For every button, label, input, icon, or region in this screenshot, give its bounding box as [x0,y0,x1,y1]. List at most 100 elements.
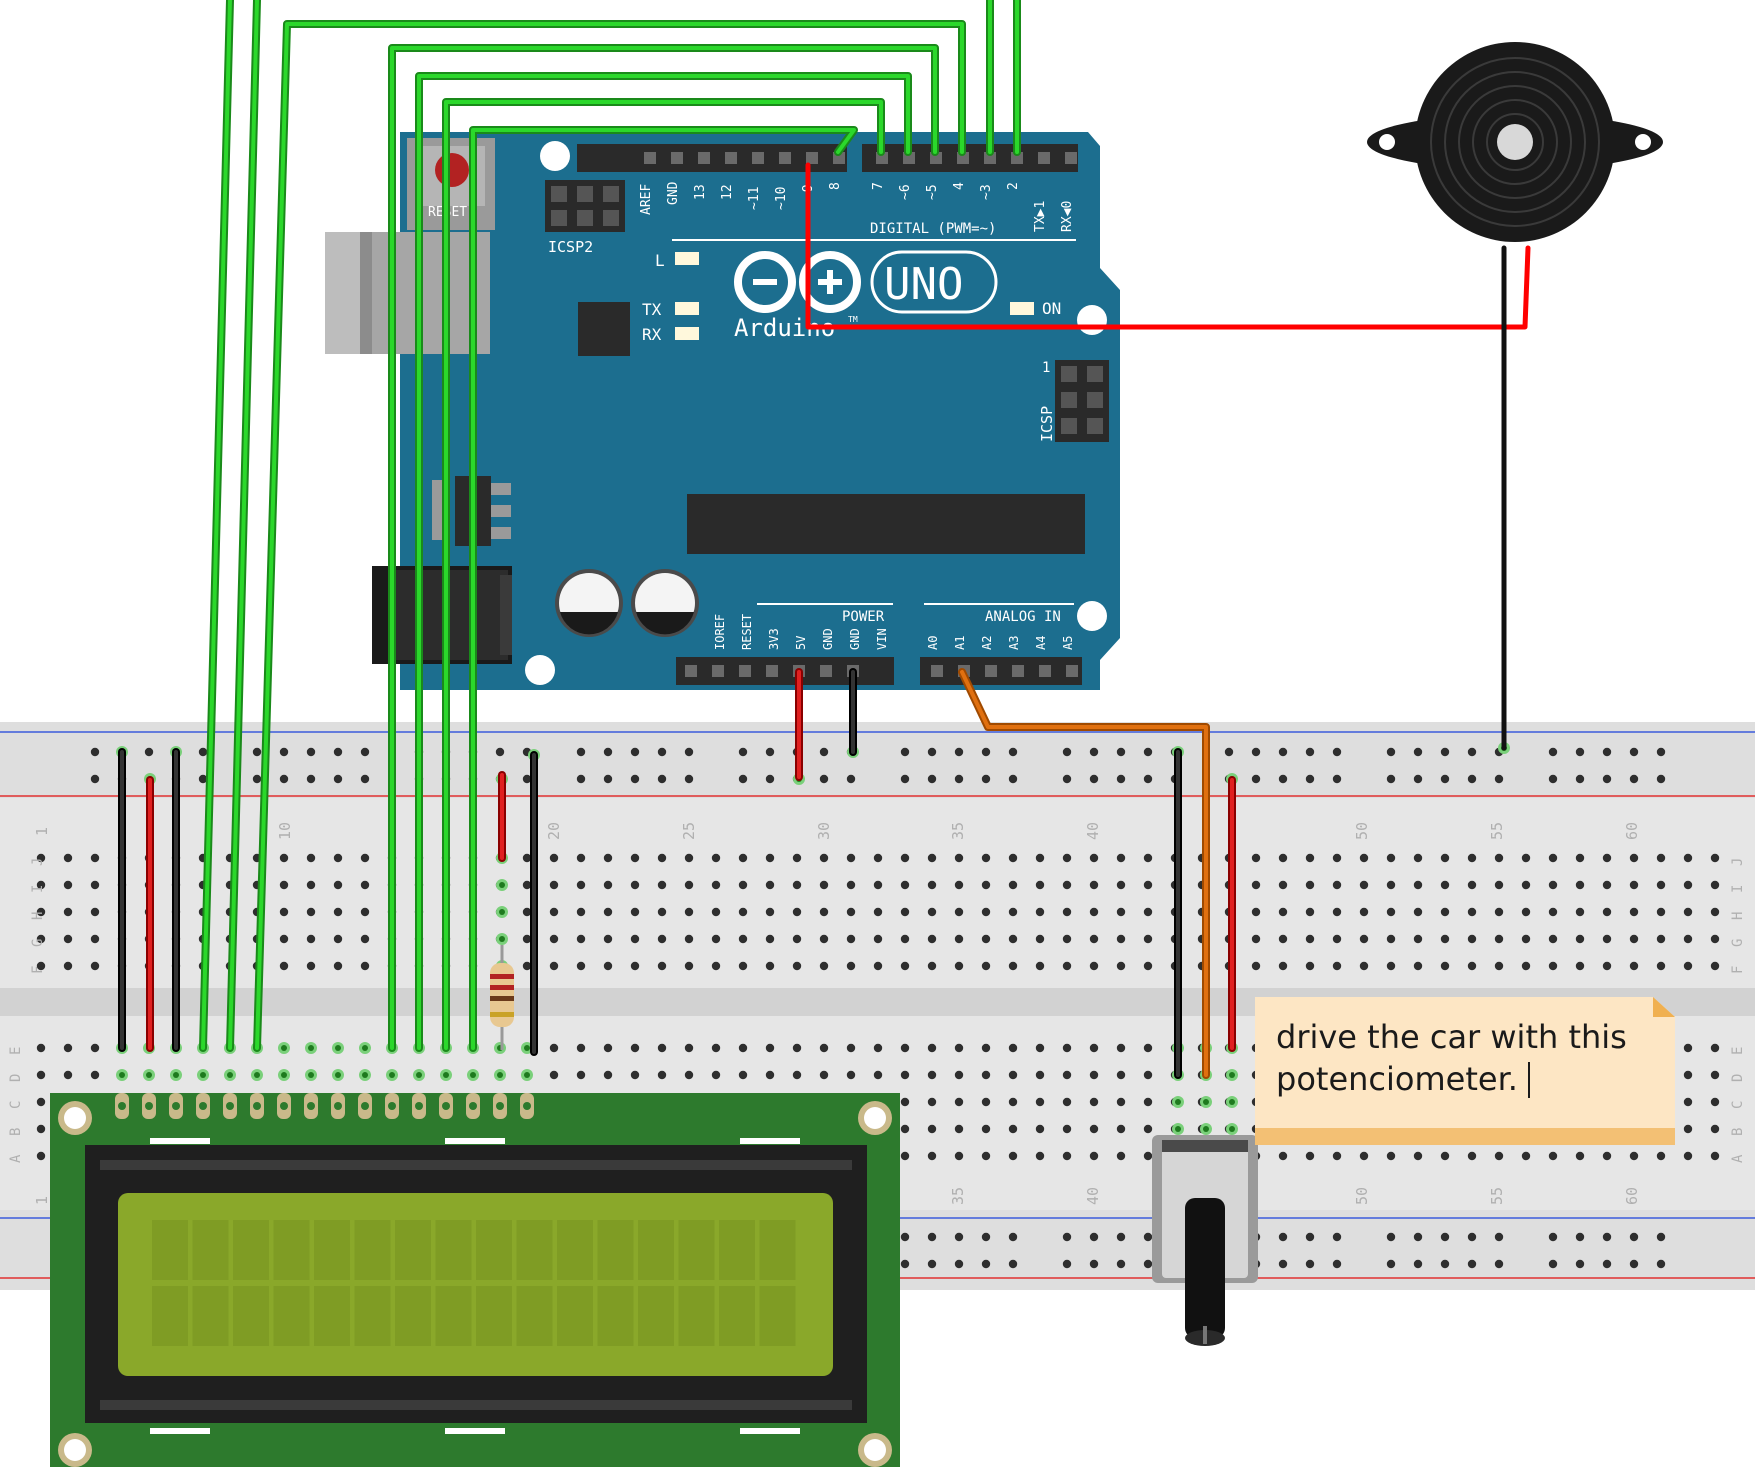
lcd-char-cell [273,1220,310,1280]
row-letter: G [30,939,46,947]
lcd-char-cell [152,1286,188,1346]
pin-label-a0: A0 [926,636,940,650]
pin-label-8: 8 [828,182,843,190]
pin-label-a3: A3 [1007,636,1021,650]
column-number: 55 [1488,1187,1506,1205]
row-letter: H [30,912,46,920]
row-letter: B [1730,1128,1746,1136]
wire-red [805,162,1531,330]
icsp-pin1-label: 1 [1042,360,1050,376]
potentiometer[interactable] [1152,1135,1258,1346]
column-number: 10 [276,822,294,840]
model-label: UNO [884,259,963,310]
wire-orange [960,670,1208,1077]
pin-label-a1: A1 [953,636,967,650]
row-letter: A [8,1154,24,1163]
row-letter: I [1730,885,1746,893]
pin-label-5v: 5V [794,636,808,650]
column-number: 60 [1623,822,1641,840]
column-number: 25 [680,822,698,840]
lcd-char-cell [638,1286,674,1346]
pin-label-gnd: GND [821,628,835,650]
lcd-char-cell [678,1220,715,1280]
row-letter: E [1730,1047,1746,1055]
column-number: 1 [33,1196,51,1205]
sticky-note[interactable]: drive the car with this potenciometer. [1255,997,1675,1145]
pin-label-tx: TX▶1 [1033,201,1048,232]
led-l-label: L [655,251,665,270]
wire-green [417,74,910,1050]
lcd-char-cell [152,1220,188,1280]
led-tx-label: TX [642,300,662,319]
on-label: ON [1042,299,1061,318]
arduino-logo: UNO Arduino TM [734,250,998,342]
lcd-char-cell [557,1220,593,1280]
column-number: 50 [1353,822,1371,840]
resistor [490,945,514,1050]
pin-label-6: ~6 [898,184,913,200]
lcd-char-cell [354,1220,391,1280]
lcd-char-cell [759,1286,796,1346]
column-number: 35 [949,1187,967,1205]
digital-header-right[interactable] [862,144,1078,172]
lcd-char-cell [759,1220,796,1280]
lcd-char-cell [516,1286,553,1346]
row-letter: E [8,1047,24,1055]
row-letter: A [1730,1154,1746,1163]
column-number: 1 [33,827,51,836]
column-number: 60 [1623,1187,1641,1205]
lcd-char-cell [273,1286,310,1346]
column-number: 40 [1084,1187,1102,1205]
column-number: 40 [1084,822,1102,840]
microcontroller [687,494,1085,554]
analog-label: ANALOG IN [985,609,1061,625]
lcd-char-cell [597,1220,634,1280]
power-header[interactable] [676,657,894,685]
pin-label-3: ~3 [979,184,994,200]
lcd-char-cell [516,1220,553,1280]
lcd-char-cell [597,1286,634,1346]
lcd-char-cell [233,1220,269,1280]
lcd-char-cell [719,1220,755,1280]
pin-label-rx: RX◀0 [1060,201,1075,232]
lcd-char-cell [476,1220,512,1280]
pin-label-gnd: GND [848,628,862,650]
pin-label-reset: RESET [740,614,754,650]
pin-label-ioref: IOREF [713,614,727,650]
row-letter: J [30,858,46,866]
analog-header[interactable] [920,657,1082,685]
lcd-char-cell [395,1220,431,1280]
column-number: 35 [949,822,967,840]
column-number: 55 [1488,822,1506,840]
row-letter: J [1730,858,1746,866]
wire-green [228,0,259,1050]
led-rx [675,327,699,340]
capacitor [631,569,699,637]
pin-label-5: ~5 [925,184,940,200]
led-rx-label: RX [642,325,662,344]
pin-label-4: 4 [952,182,967,190]
led-on [1010,302,1034,315]
pin-label-12: 12 [720,184,735,200]
column-number: 50 [1353,1187,1371,1205]
row-letter: F [1730,966,1746,974]
row-letter: I [30,885,46,893]
lcd-char-cell [192,1286,229,1346]
pin-label-gnd: GND [666,181,681,205]
digital-label: DIGITAL (PWM=~) [870,221,996,237]
wire-green [255,22,964,1050]
row-letter: B [8,1128,24,1136]
digital-header-left[interactable] [577,144,847,172]
wires [118,0,1531,1079]
pin-label-10: ~10 [774,187,789,210]
lcd-char-cell [476,1286,512,1346]
small-chip [578,302,630,356]
pin-label-a5: A5 [1061,636,1075,650]
wire-green [444,100,883,1050]
lcd-char-cell [435,1286,472,1346]
led-tx [675,302,699,315]
row-letter: G [1730,939,1746,947]
pin-label-a4: A4 [1034,636,1048,650]
icsp2-label: ICSP2 [548,238,593,256]
